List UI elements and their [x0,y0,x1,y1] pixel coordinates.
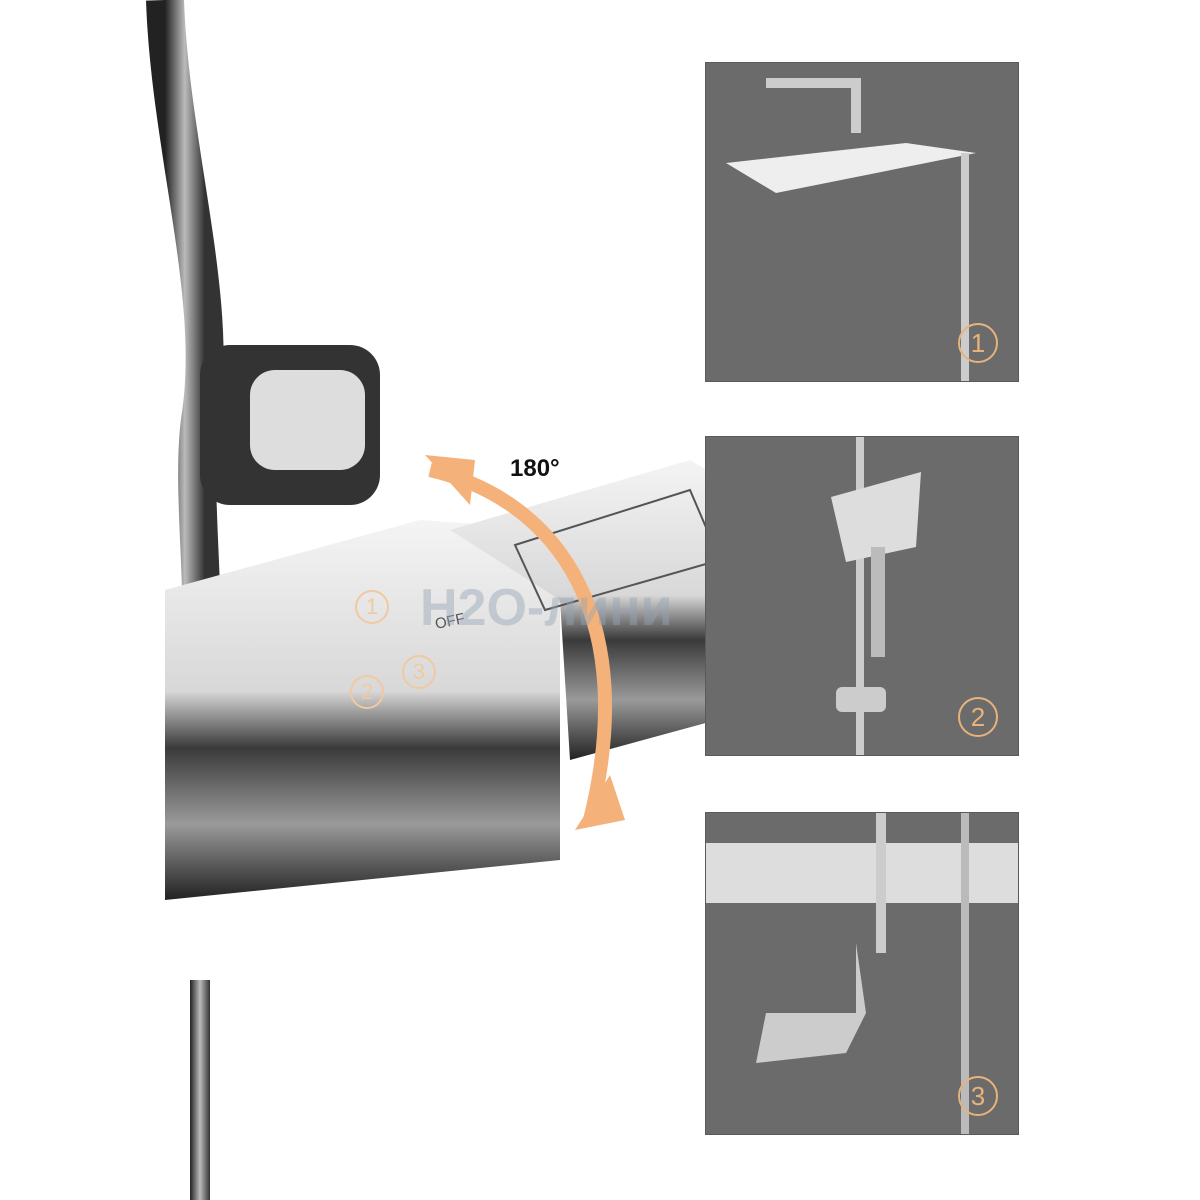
panel-number: 2 [958,697,998,737]
mixer-body [165,520,560,900]
mode-1-marker: 1 [355,590,389,624]
panel-rain-shower: 1 [705,62,1019,382]
bath-spout-icon [706,813,1018,1134]
panel-number: 1 [958,323,998,363]
mode-2-marker: 2 [350,675,384,709]
lower-hose [190,980,210,1200]
rain-shower-icon [726,78,976,381]
rotation-label: 180° [510,455,560,482]
panel-number: 3 [958,1076,998,1116]
watermark: H2O-лини [420,579,673,637]
mode-3-marker: 3 [402,655,436,689]
hand-shower-icon [831,437,921,755]
rotation-arrow [428,463,612,822]
panel-hand-shower: 2 [705,436,1019,756]
panel-bath-spout: 3 [705,812,1019,1135]
